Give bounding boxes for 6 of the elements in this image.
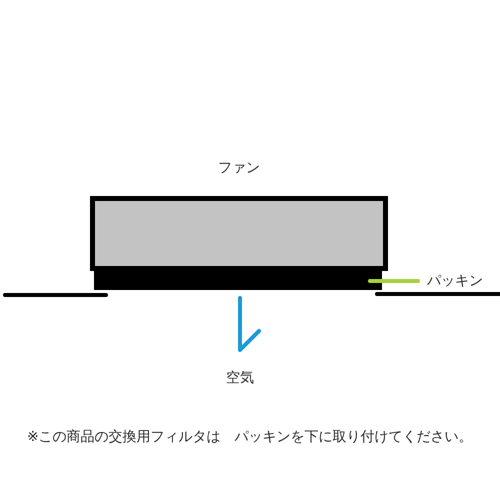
gasket-strip [94, 270, 382, 290]
note-text: ※この商品の交換用フィルタは パッキンを下に取り付けてください。 [27, 430, 473, 444]
air-label: 空気 [226, 371, 254, 385]
fan-label: ファン [218, 161, 260, 175]
leader-line [368, 279, 420, 283]
callout-label: パッキン [427, 274, 483, 288]
